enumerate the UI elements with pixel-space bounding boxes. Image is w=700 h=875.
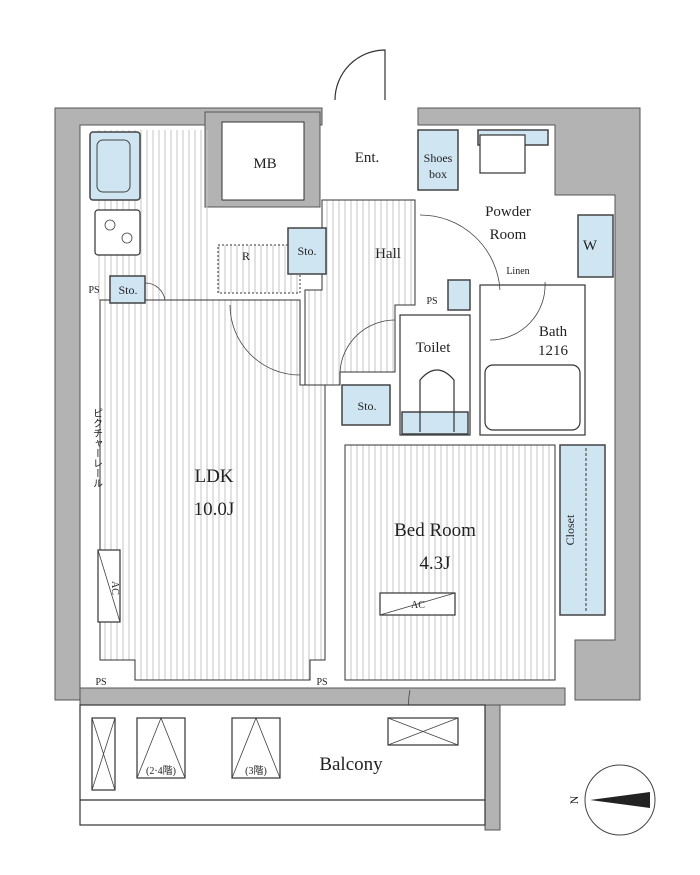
compass-label: N <box>567 795 581 804</box>
ldk-size: 10.0J <box>194 499 235 520</box>
closet[interactable] <box>559 444 606 616</box>
washer-space <box>577 214 614 278</box>
compass: N <box>567 764 656 836</box>
ac-label-ldk: AC <box>109 581 120 595</box>
closet-label: Closet <box>563 514 577 545</box>
powder-room-label-1: Powder <box>485 204 531 220</box>
bath-label-1: Bath <box>539 324 568 340</box>
storage-toilet-label: Sto. <box>357 399 376 413</box>
washer-label: W <box>583 238 598 254</box>
storage-hall[interactable] <box>287 227 327 275</box>
powder-room-label-2: Room <box>490 227 527 243</box>
mb-label: MB <box>253 156 276 172</box>
bathtub-icon <box>484 364 581 431</box>
balcony <box>79 704 486 826</box>
balcony-label: Balcony <box>319 754 383 775</box>
shoes-box-label-1: Shoes <box>424 151 453 165</box>
ps-label: PS <box>88 285 99 296</box>
linen-storage[interactable] <box>447 279 471 311</box>
toilet-door[interactable] <box>339 319 396 373</box>
hatch-note: (2·4階) <box>146 765 176 777</box>
shoes-box[interactable] <box>417 129 459 191</box>
ldk-label: LDK <box>194 466 233 487</box>
refrigerator-label: R <box>242 249 250 263</box>
linen-label: Linen <box>506 266 529 277</box>
storage-toilet[interactable] <box>341 384 391 426</box>
toilet-icon <box>419 369 455 432</box>
entrance-label: Ent. <box>355 150 380 166</box>
sink-icon <box>479 134 526 174</box>
evacuation-hatch <box>231 717 281 779</box>
hall-label: Hall <box>375 246 401 262</box>
bedroom-label: Bed Room <box>394 520 476 541</box>
kitchen <box>89 131 141 256</box>
hatch-note: (3階) <box>245 765 267 777</box>
toilet-label: Toilet <box>416 340 452 356</box>
storage-door[interactable] <box>144 282 166 301</box>
storage-hall-label: Sto. <box>297 244 316 258</box>
bath-door[interactable] <box>489 281 546 341</box>
exterior-walls <box>54 107 641 831</box>
ldk-door[interactable] <box>229 304 301 376</box>
shoes-box-label-2: box <box>429 167 447 181</box>
storage-kitchen[interactable] <box>109 275 146 304</box>
bath-label-2: 1216 <box>538 343 569 359</box>
ps-label: PS <box>426 296 437 307</box>
burner-icon <box>121 232 133 244</box>
ps-label: PS <box>316 677 327 688</box>
burner-icon <box>104 219 116 231</box>
entrance-door[interactable] <box>334 49 386 101</box>
north-arrow-icon <box>590 792 650 808</box>
powder-room-door[interactable] <box>419 214 501 291</box>
ps-label: PS <box>95 677 106 688</box>
picture-rail-label: ピクチャーレール <box>91 408 103 488</box>
ac-label-bedroom: AC <box>411 600 425 611</box>
storage-kitchen-label: Sto. <box>118 283 137 297</box>
evacuation-hatch <box>136 717 186 779</box>
bedroom-size: 4.3J <box>419 553 450 574</box>
